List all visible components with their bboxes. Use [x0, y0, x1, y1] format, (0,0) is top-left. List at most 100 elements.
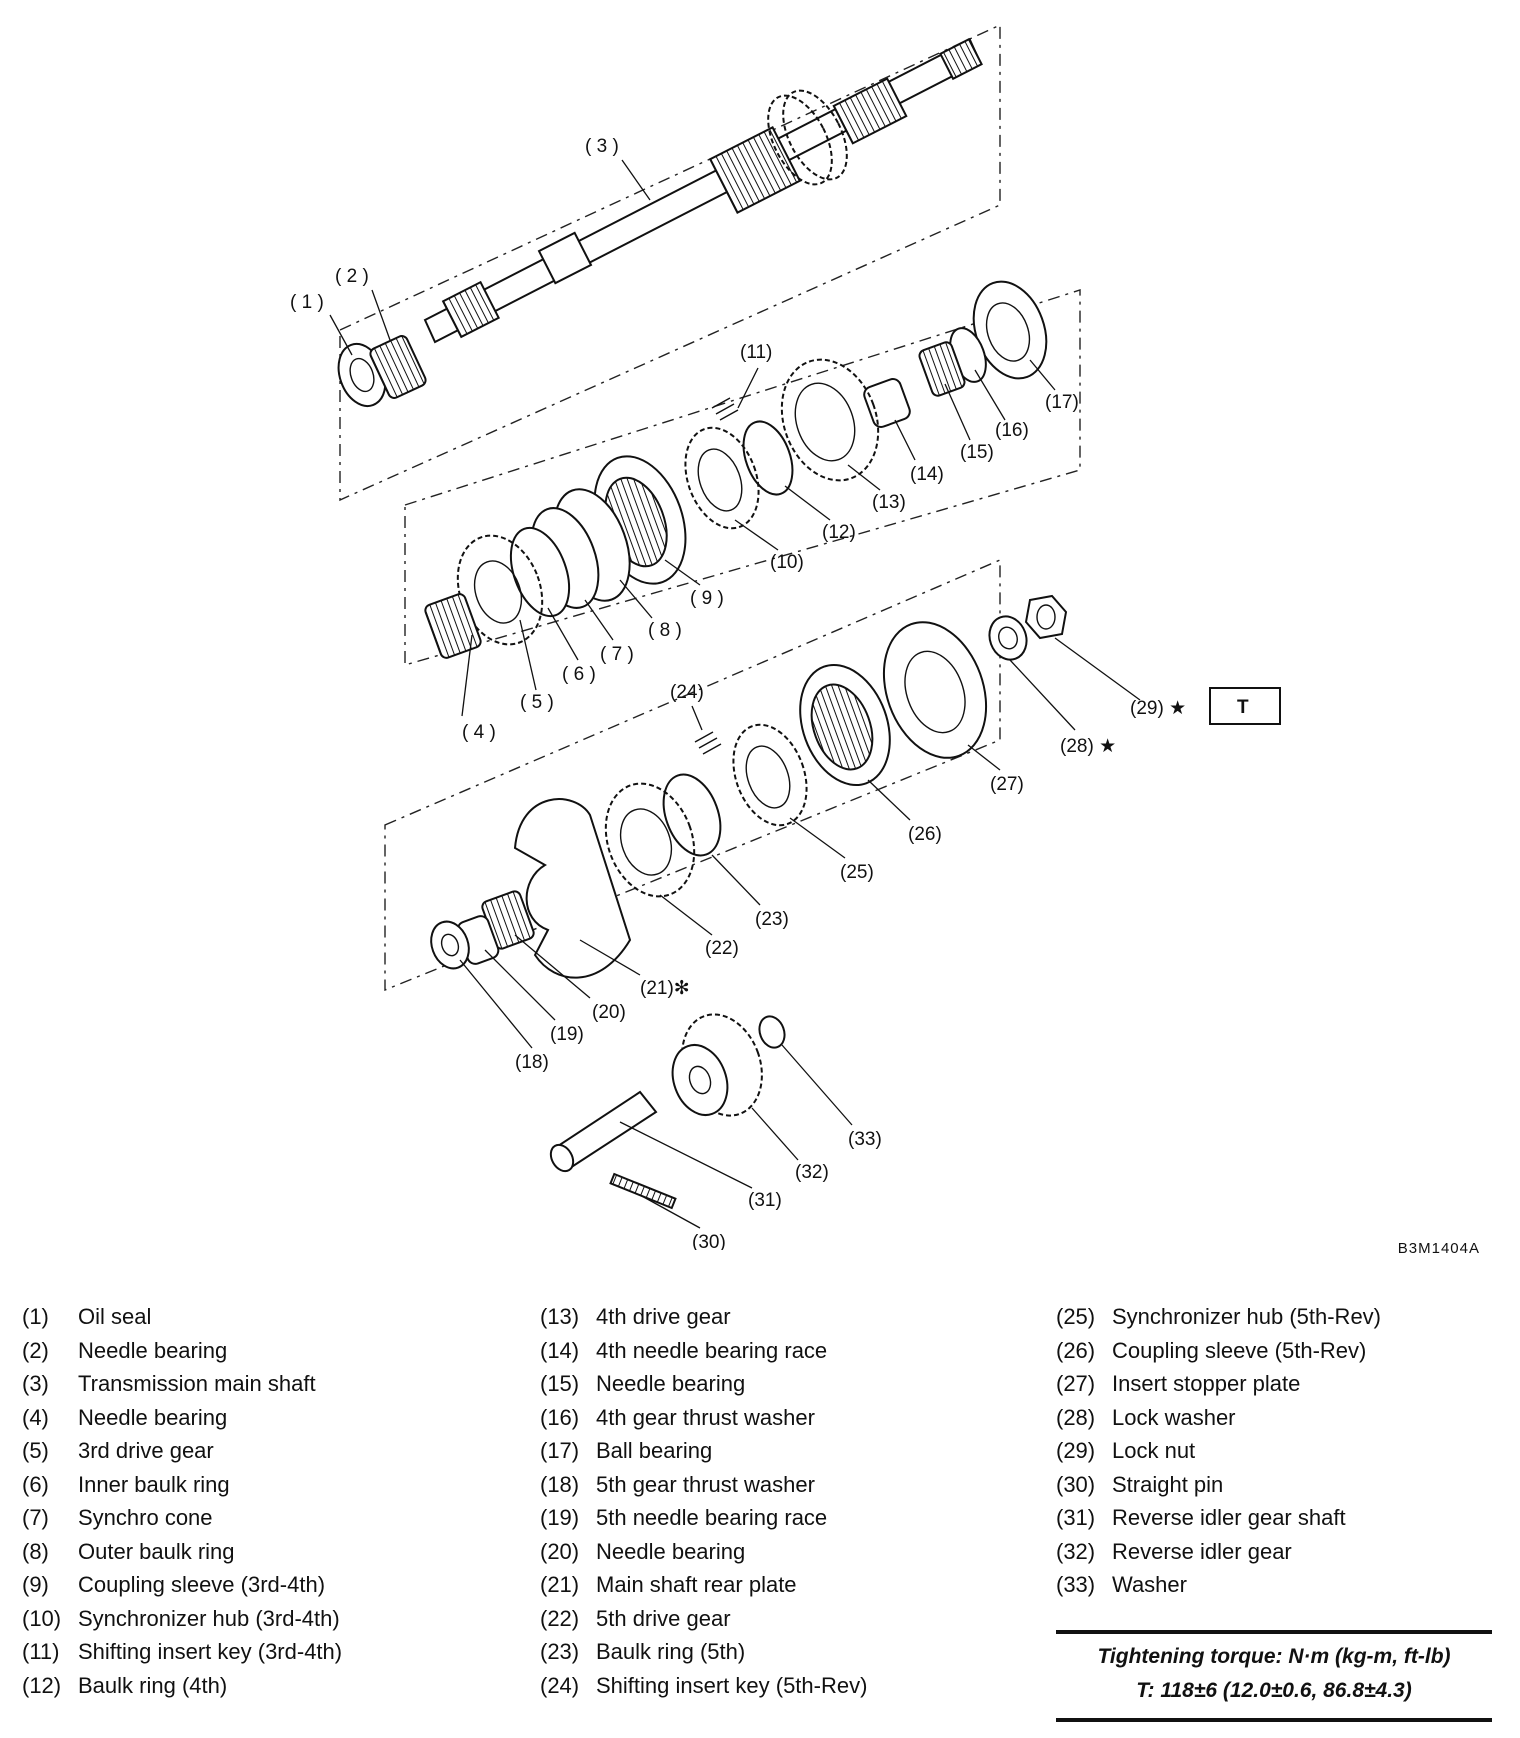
reverse-idler-gear-shaft-end: [549, 1143, 575, 1173]
legend-row: (25)Synchronizer hub (5th-Rev): [1056, 1304, 1382, 1329]
callout-20: (20): [592, 1002, 626, 1023]
legend-row: (26)Coupling sleeve (5th-Rev): [1056, 1337, 1367, 1363]
legend-row: (22)5th drive gear: [540, 1605, 731, 1631]
parts-legend: (1)Oil seal (2)Needle bearing (3)Transmi…: [0, 1300, 1520, 1700]
image-code: B3M1404A: [1397, 1240, 1480, 1257]
reverse-idler-gear: [671, 1013, 763, 1117]
legend-row: (14)4th needle bearing race: [540, 1337, 828, 1363]
callout-19: (19): [550, 1024, 584, 1045]
callout-8: ( 8 ): [648, 620, 682, 641]
callout-25: (25): [840, 862, 874, 883]
legend-row: (10)Synchronizer hub (3rd-4th): [22, 1605, 340, 1631]
callout-2: ( 2 ): [335, 266, 369, 287]
needle-bearing-front: [369, 335, 427, 399]
legend-row: (20)Needle bearing: [540, 1538, 746, 1564]
legend-row: (27)Insert stopper plate: [1056, 1371, 1301, 1396]
legend-row: (29)Lock nut: [1056, 1438, 1196, 1463]
callout-12: (12): [822, 522, 856, 543]
callout-29: (29) ★: [1130, 698, 1186, 719]
baulk-ring-fourth: [742, 420, 794, 496]
legend-row: (23)Baulk ring (5th): [540, 1639, 746, 1664]
callout-32: (32): [795, 1162, 829, 1183]
callout-6: ( 6 ): [562, 664, 596, 685]
lock-nut: [1024, 594, 1068, 640]
third-drive-gear: [456, 534, 544, 646]
callout-3: ( 3 ): [585, 136, 619, 157]
torque-box: [1209, 687, 1281, 725]
legend-row: (4)Needle bearing: [22, 1404, 228, 1430]
callout-18: (18): [515, 1052, 549, 1073]
exploded-view-diagram: T: [290, 23, 1281, 1250]
fifth-drive-gear: [604, 782, 696, 898]
legend-row: (3)Transmission main shaft: [22, 1371, 316, 1396]
callout-10: (10): [770, 552, 804, 573]
legend-row: (31)Reverse idler gear shaft: [1056, 1505, 1346, 1530]
legend-row: (32)Reverse idler gear: [1056, 1538, 1292, 1564]
lock-washer: [988, 615, 1028, 661]
leader-lines: [329, 159, 1141, 1229]
needle-bearing-fourth: [918, 341, 966, 397]
torque-rule-bottom: [1056, 1718, 1492, 1722]
legend-row: (15)Needle bearing: [540, 1371, 746, 1396]
legend-column-2: (13)4th drive gear (14)4th needle bearin…: [540, 1300, 867, 1702]
callout-7: ( 7 ): [600, 644, 634, 665]
fourth-needle-bearing-race: [863, 378, 911, 428]
legend-row: (9)Coupling sleeve (3rd-4th): [22, 1572, 326, 1597]
legend-row: (19)5th needle bearing race: [540, 1505, 828, 1530]
legend-row: (12)Baulk ring (4th): [22, 1672, 228, 1698]
washer: [758, 1015, 786, 1049]
legend-column-3: (25)Synchronizer hub (5th-Rev) (26)Coupl…: [1056, 1300, 1381, 1602]
legend-row: (11)Shifting insert key (3rd-4th): [22, 1639, 343, 1664]
legend-row: (5)3rd drive gear: [22, 1438, 214, 1463]
legend-row: (24)Shifting insert key (5th-Rev): [540, 1672, 868, 1698]
ball-bearing: [972, 280, 1048, 380]
legend-row: (28)Lock washer: [1056, 1404, 1236, 1430]
callout-22: (22): [705, 938, 739, 959]
legend-row: (13)4th drive gear: [540, 1304, 731, 1329]
tightening-torque-box: Tightening torque: N·m (kg-m, ft-lb) T: …: [1056, 1630, 1492, 1722]
coupling-sleeve-5th-rev: [799, 663, 891, 787]
callout-14: (14): [910, 464, 944, 485]
fifth-gear-group-frame: [384, 558, 1001, 992]
main-shaft: [423, 37, 983, 344]
callout-28: (28) ★: [1060, 736, 1116, 757]
callout-4: ( 4 ): [462, 722, 496, 743]
callout-30: (30): [692, 1232, 726, 1250]
callout-26: (26): [908, 824, 942, 845]
legend-row: (18)5th gear thrust washer: [540, 1471, 815, 1497]
shifting-insert-key-3rd-4th: [711, 397, 739, 421]
legend-row: (21)Main shaft rear plate: [540, 1572, 797, 1597]
callout-17: (17): [1045, 392, 1079, 413]
callout-15: (15): [960, 442, 994, 463]
shifting-insert-key-5th-rev: [694, 731, 722, 755]
torque-heading: Tightening torque: N·m (kg-m, ft-lb): [1097, 1645, 1451, 1668]
callout-33: (33): [848, 1129, 882, 1150]
synchronizer-hub-5th-rev: [732, 723, 808, 827]
callout-16: (16): [995, 420, 1029, 441]
straight-pin: [609, 1172, 677, 1210]
legend-column-1: (1)Oil seal (2)Needle bearing (3)Transmi…: [22, 1300, 342, 1702]
legend-row: (1)Oil seal: [22, 1304, 152, 1329]
callout-13: (13): [872, 492, 906, 513]
torque-value: T: 118±6 (12.0±0.6, 86.8±4.3): [1136, 1679, 1412, 1702]
callout-21: (21)✻: [640, 978, 690, 999]
legend-row: (8)Outer baulk ring: [22, 1538, 235, 1564]
callout-11: (11): [740, 342, 772, 363]
torque-rule-top: [1056, 1630, 1492, 1634]
legend-row: (16)4th gear thrust washer: [540, 1404, 815, 1430]
callout-31: (31): [748, 1190, 782, 1211]
legend-row: (30)Straight pin: [1056, 1471, 1224, 1497]
torque-box-label: T: [1237, 697, 1249, 718]
callout-24: (24): [670, 682, 704, 703]
legend-row: (17)Ball bearing: [540, 1438, 713, 1463]
legend-row: (2)Needle bearing: [22, 1337, 228, 1363]
main-shaft-rear-plate: [513, 798, 632, 979]
insert-stopper-plate: [882, 621, 988, 759]
callout-27: (27): [990, 774, 1024, 795]
legend-row: (33)Washer: [1056, 1572, 1187, 1597]
legend-row: (6)Inner baulk ring: [22, 1471, 230, 1497]
baulk-ring-fifth: [662, 773, 722, 857]
synchronizer-hub-3rd-4th: [684, 426, 760, 530]
callout-1: ( 1 ): [290, 292, 324, 313]
fifth-gear-thrust-washer: [430, 920, 470, 970]
